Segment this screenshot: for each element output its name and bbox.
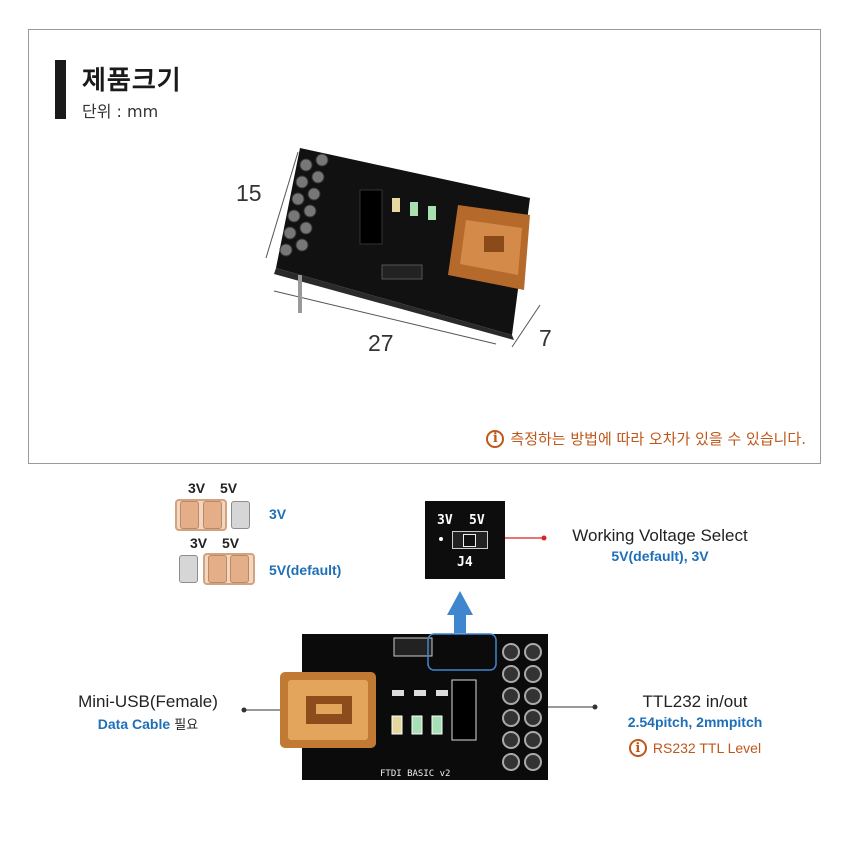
page-title: 제품크기 xyxy=(82,66,182,96)
j4-label-3v: 3V xyxy=(437,513,453,528)
j4-pad xyxy=(463,534,476,547)
pad-3v xyxy=(179,555,198,583)
height-dimension: 15 xyxy=(236,180,262,206)
length-dim-line xyxy=(273,290,497,345)
usb-detail-cable: Data Cable xyxy=(97,716,171,732)
unit-label: 단위 : mm xyxy=(82,102,159,121)
board-name-text: FTDI BASIC v2 xyxy=(380,769,450,779)
dimension-lines xyxy=(265,151,541,348)
j4-label: J4 xyxy=(457,555,473,570)
note-text: 측정하는 방법에 따라 오차가 있을 수 있습니다. xyxy=(510,430,806,448)
voltage-select-callout: Working Voltage Select 5V(default), 3V xyxy=(555,526,765,564)
voltage-select-detail: 5V(default), 3V xyxy=(611,548,709,564)
j4-pad-outline xyxy=(452,531,488,549)
board-photo-angled xyxy=(274,148,530,340)
usb-detail-required: 필요 xyxy=(170,718,199,733)
jumper1-label-3v: 3V xyxy=(188,480,206,496)
jumper2-label-3v: 3V xyxy=(190,535,208,551)
info-icon: i xyxy=(628,739,647,757)
board-photo-front: FTDI BASIC v2 xyxy=(280,633,548,780)
measurement-note: i 측정하는 방법에 따라 오차가 있을 수 있습니다. xyxy=(486,428,806,449)
title-accent-bar xyxy=(55,60,66,119)
jumper-3v-diagram xyxy=(175,499,255,531)
j4-closeup-photo: 3V 5V J4 xyxy=(425,501,505,579)
pin1-dot xyxy=(439,537,443,541)
pad-common xyxy=(203,501,222,529)
jumper1-label-5v: 5V xyxy=(220,480,238,496)
jumper2-value: 5V(default) xyxy=(269,562,342,578)
ttl-level-row: i RS232 TTL Level xyxy=(600,739,790,757)
info-icon: i xyxy=(486,429,505,448)
usb-detail: Data Cable 필요 xyxy=(58,714,238,733)
pad-common xyxy=(208,555,227,583)
ttl-level: RS232 TTL Level xyxy=(652,740,762,756)
voltage-select-title: Working Voltage Select xyxy=(572,526,748,545)
ttl-callout: TTL232 in/out 2.54pitch, 2mmpitch i RS23… xyxy=(600,692,790,757)
depth-dimension: 7 xyxy=(539,325,552,351)
jumper-5v-diagram xyxy=(177,553,257,585)
usb-title: Mini-USB(Female) xyxy=(78,692,218,711)
pad-3v xyxy=(180,501,199,529)
pad-5v xyxy=(231,501,250,529)
depth-dim-line xyxy=(511,304,541,348)
jumper2-label-5v: 5V xyxy=(222,535,240,551)
product-size-panel xyxy=(28,29,821,464)
j4-label-5v: 5V xyxy=(469,513,485,528)
jumper1-value: 3V xyxy=(269,506,287,522)
arrow-up-icon xyxy=(447,591,473,633)
ttl-title: TTL232 in/out xyxy=(642,692,748,711)
length-dimension: 27 xyxy=(368,330,394,356)
usb-callout: Mini-USB(Female) Data Cable 필요 xyxy=(58,692,238,733)
height-dim-line xyxy=(265,151,299,259)
ttl-detail: 2.54pitch, 2mmpitch xyxy=(627,714,763,730)
pad-5v xyxy=(230,555,249,583)
